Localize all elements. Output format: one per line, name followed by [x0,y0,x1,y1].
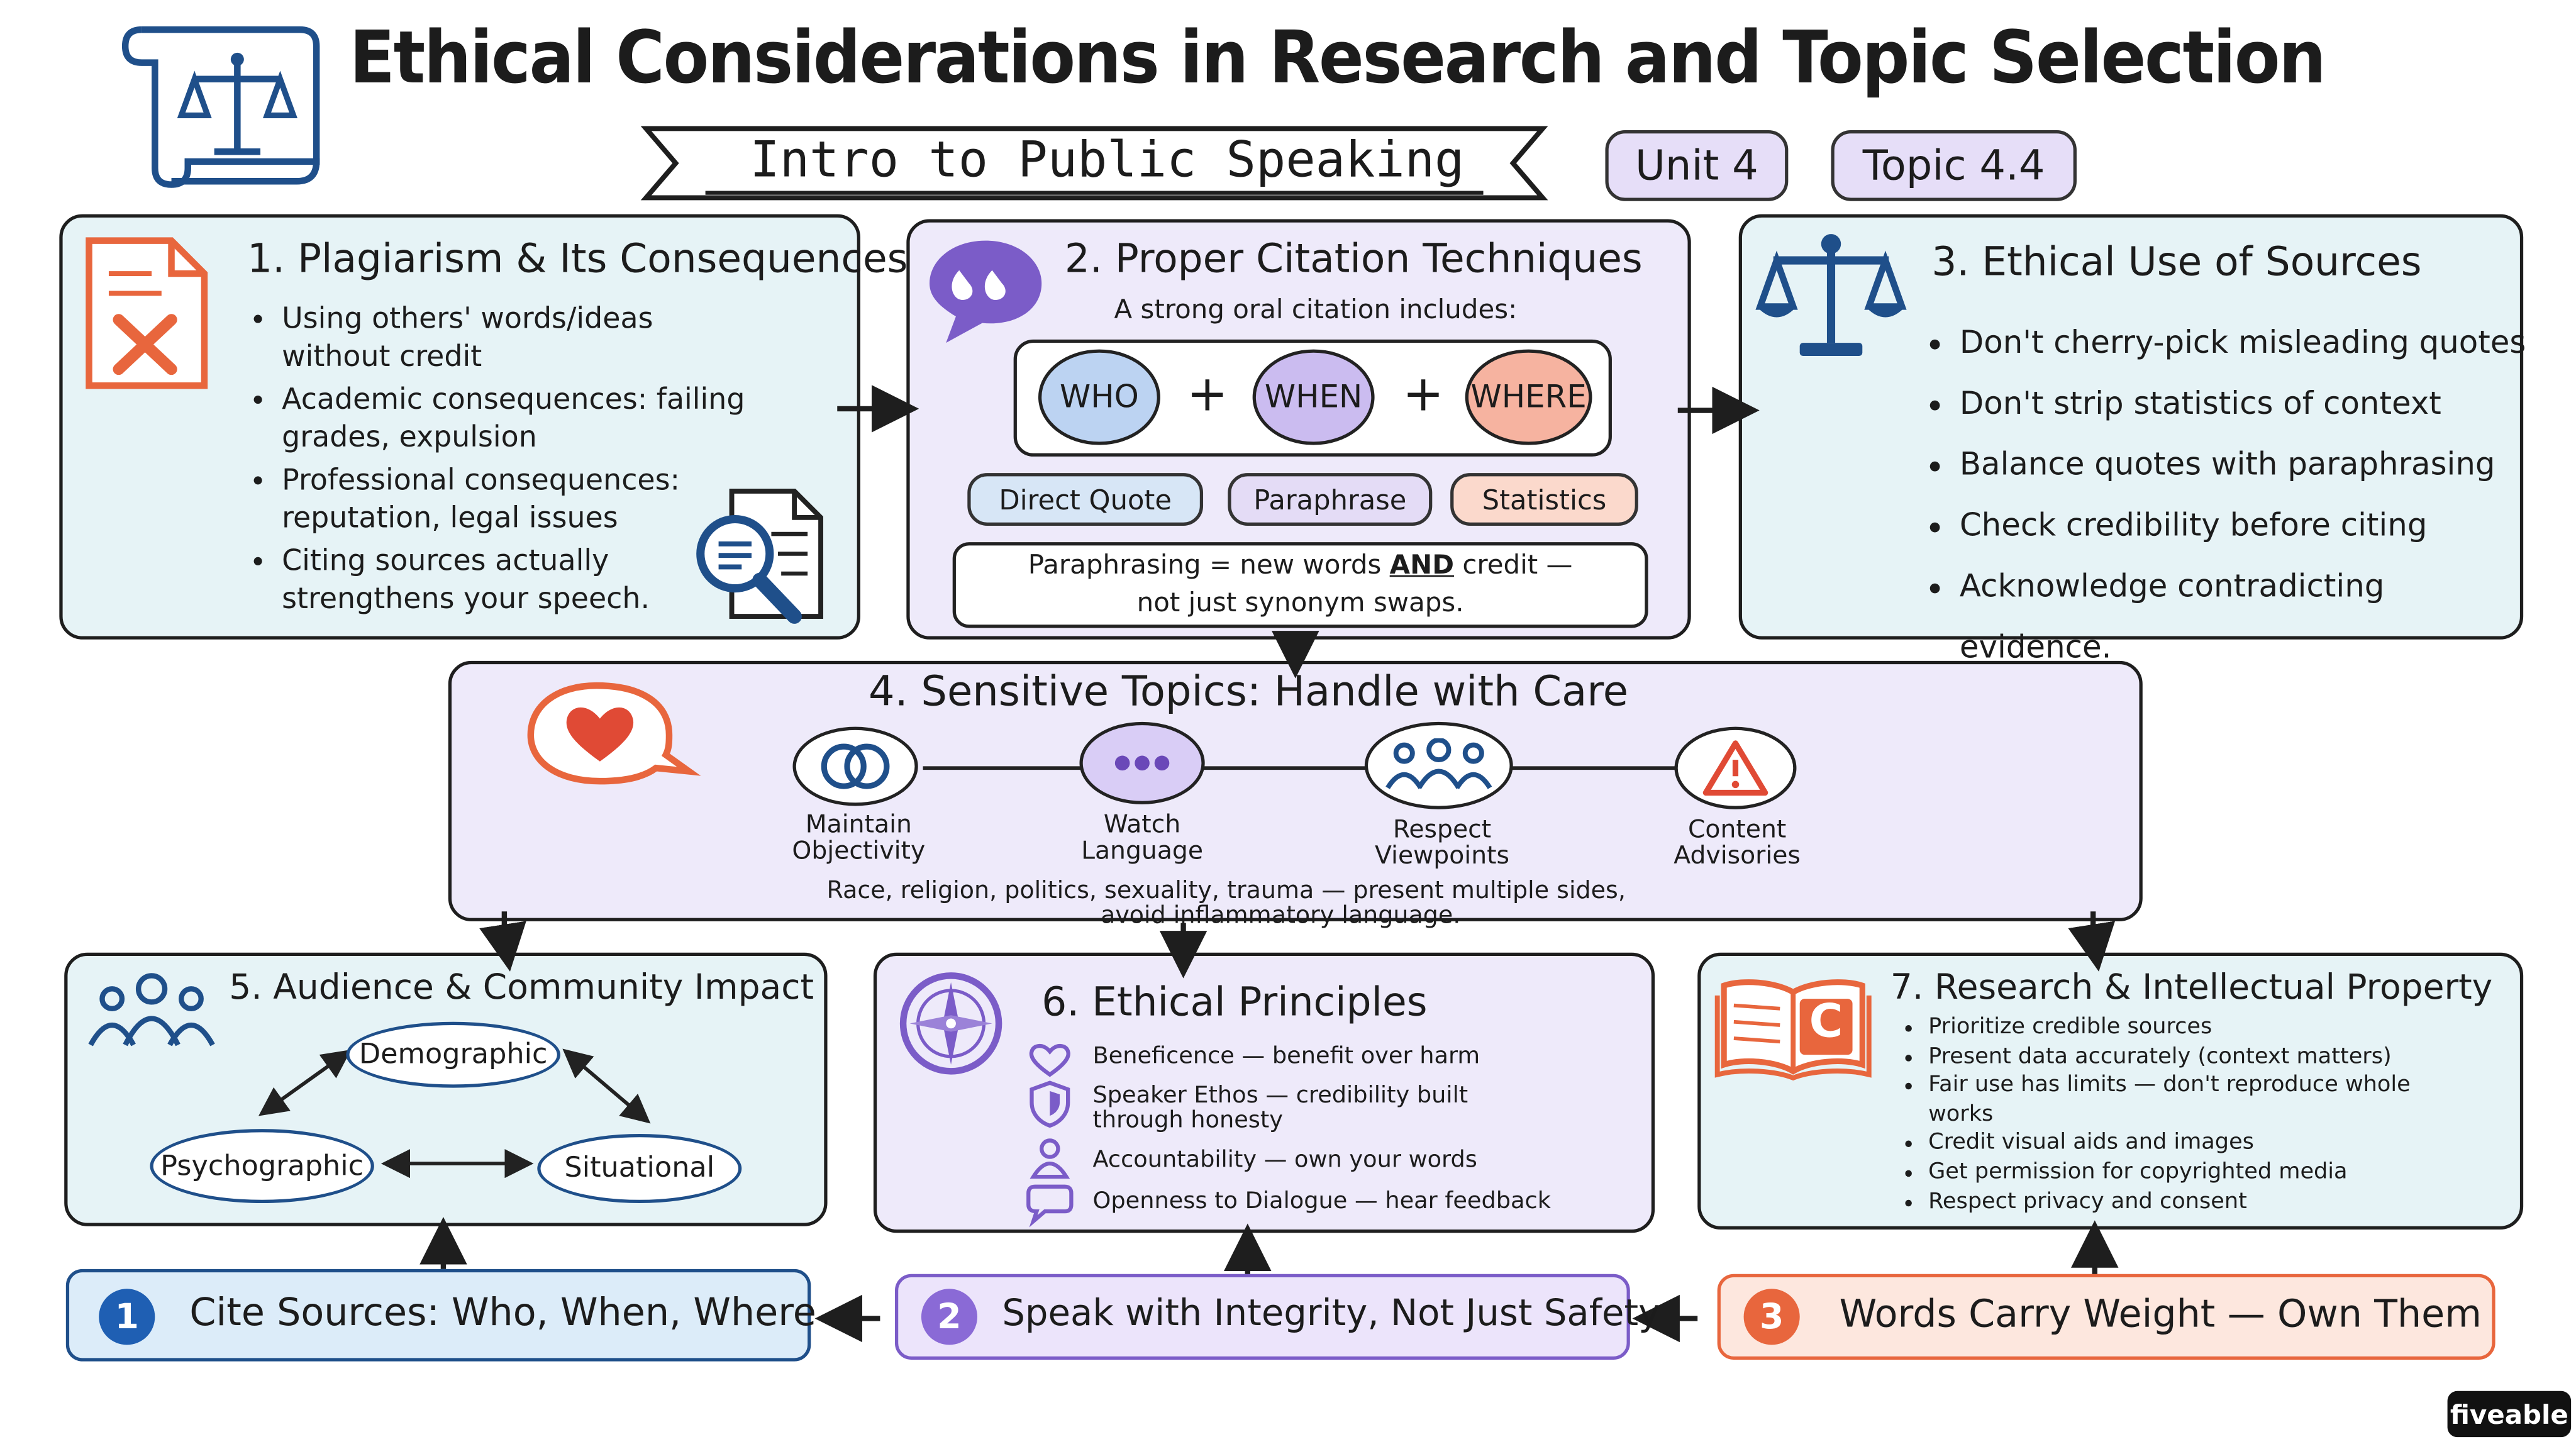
list-item: Present data accurately (context matters… [1928,1043,2489,1072]
compass-icon [899,972,1002,1075]
list-item: Credit visual aids and images [1928,1130,2489,1158]
speech-bubble-icon [1026,1184,1074,1228]
principle-beneficence: Beneficence — benefit over harm [1092,1043,1480,1070]
viewpoints-label: Respect Viewpoints [1374,814,1510,870]
language-node [1079,721,1205,804]
people-group-icon [88,973,215,1046]
advisories-label: Content Advisories [1674,814,1801,870]
panel-7-title: 7. Research & Intellectual Property [1890,967,2493,1008]
takeaway-1-number: 1 [99,1289,155,1345]
takeaway-2-number: 2 [921,1289,978,1345]
plagiarism-list: Using others' words/ideas without credit… [250,302,826,620]
panel-3-title: 3. Ethical Use of Sources [1931,238,2422,286]
paraphrase-note-line1: Paraphrasing = new words AND credit — [953,549,1648,580]
list-item: Check credibility before citing [1960,496,2536,557]
shield-icon [1030,1080,1070,1128]
unit-badge: Unit 4 [1605,130,1789,201]
takeaway-2 [894,1274,1630,1360]
copyright-letter: C [1809,994,1843,1048]
principle-accountability: Accountability — own your words [1092,1146,1477,1174]
ellipsis-icon [1114,755,1170,771]
page-title: Ethical Considerations in Research and T… [349,16,2326,101]
takeaway-2-text: Speak with Integrity, Not Just Safety [1002,1294,1660,1335]
objectivity-label: Maintain Objectivity [792,809,926,865]
heart-bubble-icon [527,682,701,785]
topic-connector-line [923,766,1682,770]
advisories-node [1674,726,1797,809]
list-item: Using others' words/ideas without credit [282,302,727,378]
sensitive-footer: Race, religion, politics, sexuality, tra… [826,878,1626,905]
brand-name: fiveable [2450,1398,2568,1430]
course-banner: Intro to Public Speaking [750,131,1465,190]
topic-badge: Topic 4.4 [1831,130,2077,201]
takeaway-3-number: 3 [1743,1289,1800,1345]
list-item: Acknowledge contradicting evidence. [1960,557,2536,679]
takeaway-3-text: Words Carry Weight — Own Them [1839,1294,2482,1337]
panel-ethical-principles [873,952,1655,1233]
person-icon [1030,1138,1070,1179]
demographic-oval: Demographic [346,1021,561,1088]
scroll-scales-icon [121,26,320,188]
audience-arrows [258,1048,651,1179]
magnifier-document-icon [696,489,823,624]
panel-2-title: 2. Proper Citation Techniques [1064,235,1643,282]
list-item: Respect privacy and consent [1928,1187,2489,1216]
who-circle: WHO [1038,349,1160,445]
takeaway-1-text: Cite Sources: Who, When, Where [189,1292,816,1335]
sensitive-footer: avoid inflammatory language. [1101,903,1461,930]
list-item: Academic consequences: failing grades, e… [282,382,776,458]
psychographic-oval: Psychographic [150,1129,374,1204]
list-item: Get permission for copyrighted media [1928,1158,2489,1187]
list-item: Fair use has limits — don't reproduce wh… [1928,1072,2439,1130]
viewpoints-node [1364,721,1513,809]
paraphrase-note-line2: not just synonym swaps. [1136,586,1464,618]
list-item: Citing sources actually strengthens your… [282,544,677,620]
list-item: Don't cherry-pick misleading quotes [1960,313,2536,374]
panel-ethical-sources [1738,214,2524,640]
panel-4-title: 4. Sensitive Topics: Handle with Care [869,667,1629,716]
panel-5-title: 5. Audience & Community Impact [229,967,814,1008]
ip-list: Prioritize credible sources Present data… [1904,1014,2489,1217]
objectivity-node [792,726,918,806]
banner-ribbon [640,126,1548,201]
brand-logo: fiveable [2447,1391,2572,1438]
note-text: Paraphrasing = new words [1028,548,1390,580]
language-label: Watch Language [1081,809,1204,865]
panel-1-title: 1. Plagiarism & Its Consequences [247,235,908,282]
takeaway-1 [65,1269,811,1362]
principle-openness: Openness to Dialogue — hear feedback [1092,1188,1551,1215]
when-circle: WHEN [1252,349,1375,445]
heart-outline-icon [1029,1043,1070,1077]
warning-icon [1702,740,1768,796]
tag-statistics: Statistics [1450,473,1638,526]
plus-sign: + [1186,365,1228,424]
quote-bubble-icon [930,240,1042,343]
list-item: Prioritize credible sources [1928,1014,2489,1043]
list-item: Professional consequences: reputation, l… [282,463,710,539]
book-c-icon [1714,979,1872,1081]
people-icon [1385,737,1492,789]
document-x-icon [86,237,208,389]
plus-sign: + [1402,365,1445,424]
note-text: credit — [1454,548,1573,580]
citation-subtitle: A strong oral citation includes: [1114,293,1518,325]
scales-icon [1755,234,1907,357]
list-item: Balance quotes with paraphrasing [1960,435,2536,496]
note-emphasis: AND [1389,548,1455,580]
list-item: Don't strip statistics of context [1960,374,2536,435]
takeaway-3 [1717,1274,2496,1360]
tag-paraphrase: Paraphrase [1228,473,1433,526]
tag-direct-quote: Direct Quote [967,473,1204,526]
rings-icon [821,743,890,789]
principle-ethos: Speaker Ethos — credibility built throug… [1092,1082,1468,1134]
panel-6-title: 6. Ethical Principles [1041,979,1428,1026]
situational-oval: Situational [537,1133,742,1204]
paraphrase-note-box [952,542,1648,628]
panel-sensitive-topics [448,660,2143,921]
where-circle: WHERE [1465,349,1592,445]
ethical-sources-list: Don't cherry-pick misleading quotes Don'… [1928,313,2536,679]
